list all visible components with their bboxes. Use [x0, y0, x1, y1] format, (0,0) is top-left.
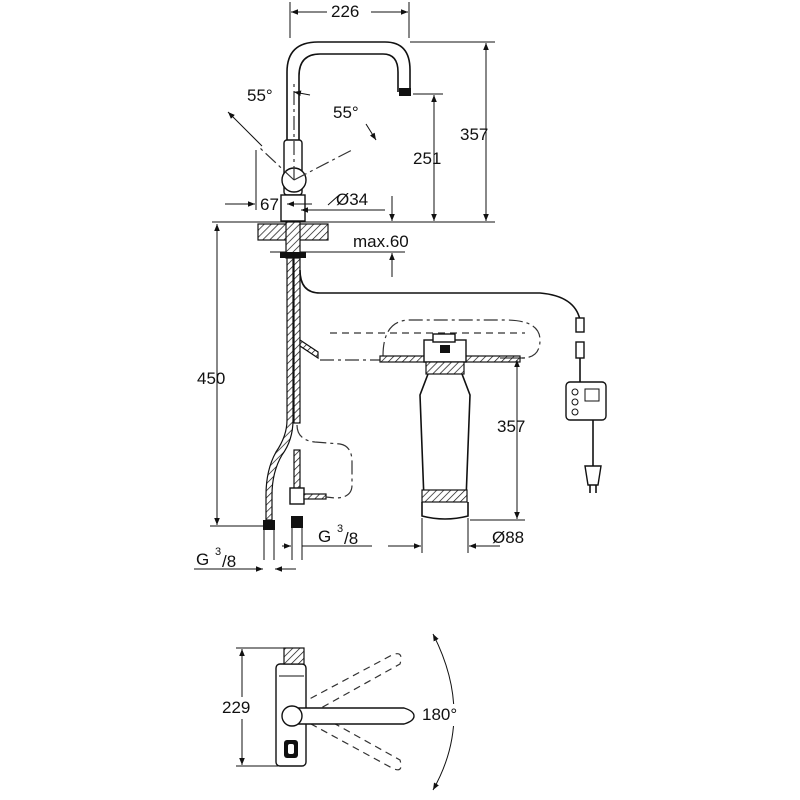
tee-upper-pipe — [293, 449, 301, 491]
filter-dashed-loop — [320, 319, 541, 361]
filter-bottom — [421, 502, 469, 520]
angle-right-label: 55° — [333, 103, 359, 122]
mounting-nut — [280, 252, 306, 258]
cable-connector-top — [575, 317, 585, 333]
conn-left-g: G — [196, 550, 209, 569]
swivel-angle-label: 180° — [422, 705, 457, 724]
spout-tip — [399, 88, 411, 96]
dim-o88-label: Ø88 — [492, 528, 524, 547]
filter-unit — [320, 319, 541, 520]
conn-left-sup: 3 — [215, 546, 221, 558]
dim-229-label: 229 — [222, 698, 250, 717]
top-view-cap — [283, 647, 305, 665]
faucet-side-view: 55° 55° — [212, 41, 585, 560]
dimension-lines: 226 357 251 67 Ø34 max.60 450 357 — [194, 0, 525, 572]
angle-arc-left-2 — [293, 90, 311, 97]
control-button-2 — [571, 398, 579, 406]
filter-head-cap — [432, 333, 456, 343]
electric-cable — [299, 269, 581, 321]
dim-251-label: 251 — [413, 149, 441, 168]
faucet-base — [280, 194, 306, 222]
control-display — [584, 388, 600, 402]
control-button-3 — [571, 408, 579, 416]
lever-angle-line-right — [293, 149, 353, 181]
conn-right-g: G — [318, 527, 331, 546]
filter-outlet-hose — [463, 355, 521, 363]
supply-hose-right — [293, 257, 301, 424]
angle-arc-left — [227, 111, 263, 147]
filter-bottom-band — [421, 489, 468, 503]
tee-branch — [303, 493, 327, 500]
angle-arc-right — [365, 123, 377, 141]
tee-valve — [289, 487, 305, 505]
control-button-1 — [571, 388, 579, 396]
top-view-pivot — [281, 705, 303, 727]
dashed-hose-loop — [296, 424, 353, 499]
left-connection-fitting — [263, 520, 275, 530]
cable-connector-bottom — [575, 341, 585, 359]
filter-head-ring — [425, 361, 465, 375]
dim-357-top-label: 357 — [460, 125, 488, 144]
filter-cartridge — [419, 373, 471, 501]
filter-inlet-hose — [379, 355, 427, 363]
filter-feed-hose — [299, 338, 319, 360]
conn-right-sup: 3 — [337, 523, 343, 535]
spout-inner — [298, 53, 399, 140]
supply-hose-left — [265, 257, 294, 521]
dim-226-label: 226 — [331, 2, 359, 21]
tee-lower-fitting — [291, 516, 303, 528]
top-view-spout — [291, 707, 415, 725]
top-view-ghost-upper — [299, 653, 402, 719]
conn-left-sub: /8 — [222, 552, 236, 571]
angle-left-label: 55° — [247, 86, 273, 105]
conn-right-sub: /8 — [344, 529, 358, 548]
spout-outer — [286, 41, 411, 140]
dim-o34-label: Ø34 — [336, 190, 368, 209]
filter-head-mark — [440, 345, 450, 353]
power-plug — [584, 465, 602, 486]
control-box — [565, 381, 607, 493]
dim-450-label: 450 — [197, 369, 225, 388]
dim-max60-label: max.60 — [353, 232, 409, 251]
lever-angle-line-left — [259, 147, 295, 181]
dim-67-label: 67 — [260, 195, 279, 214]
top-view-ghost-lower — [299, 705, 402, 771]
dim-357-filter-label: 357 — [497, 417, 525, 436]
faucet-top-view: 229 180° — [220, 633, 469, 791]
